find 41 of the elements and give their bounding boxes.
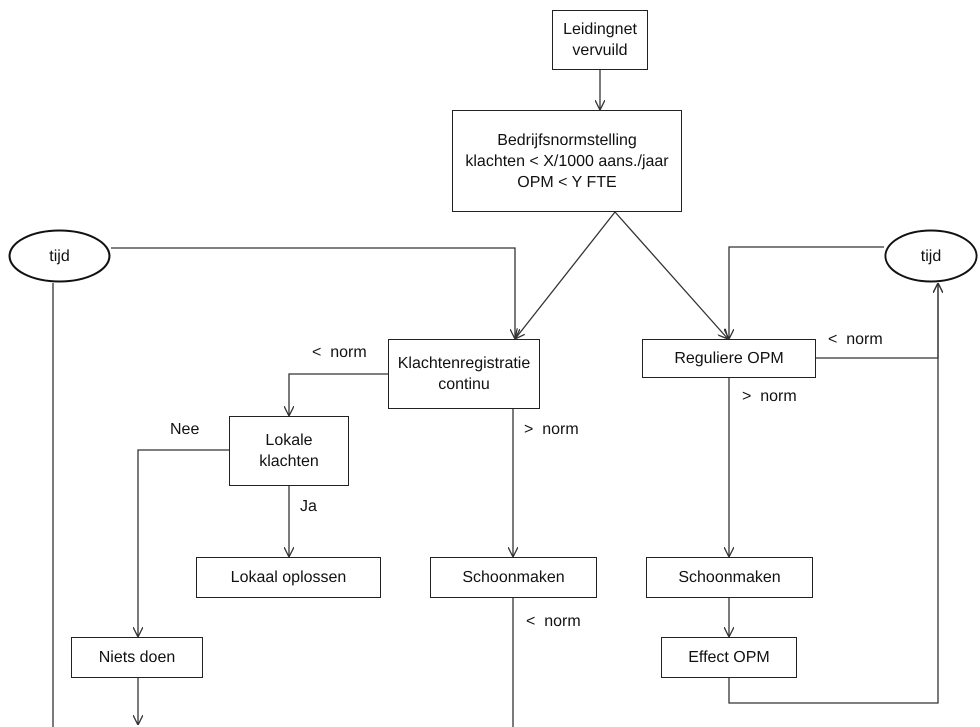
process-box: [661, 637, 797, 678]
node-text: tijd: [49, 246, 70, 266]
node-text: Bedrijfsnormstelling: [497, 130, 637, 150]
node-text: OPM < Y FTE: [517, 172, 617, 192]
arrow: [723, 378, 735, 558]
connector-line: [52, 283, 54, 727]
arrow: [283, 486, 295, 558]
process-box: [452, 110, 682, 212]
process-box: [196, 557, 381, 598]
arrow: [283, 373, 388, 417]
process-box: [71, 637, 203, 678]
process-box: [229, 416, 349, 486]
node-text: Lokaal oplossen: [230, 568, 346, 588]
arrow: [507, 409, 519, 558]
arrow: [728, 282, 944, 704]
node-text: Schoonmaken: [462, 568, 565, 588]
start-ellipse: [884, 229, 978, 283]
arrow: [132, 678, 144, 726]
connector-line: [512, 598, 514, 727]
node-text: Schoonmaken: [678, 568, 781, 588]
node-text: Klachtenregistratie continu: [396, 354, 532, 395]
arrow: [514, 212, 616, 340]
arrow: [614, 212, 729, 340]
node-text: Leidingnet vervuild: [562, 20, 638, 61]
start-ellipse: [8, 229, 111, 283]
arrow: [132, 449, 229, 638]
node-text: tijd: [920, 246, 942, 266]
node-text: Niets doen: [98, 648, 176, 668]
arrow: [723, 598, 735, 638]
process-box: [642, 339, 816, 378]
node-text: Reguliere OPM: [674, 349, 784, 369]
arrow: [723, 246, 884, 340]
arrow: [111, 247, 521, 340]
process-box: [646, 557, 813, 598]
node-text: Effect OPM: [688, 648, 770, 668]
process-box: [388, 339, 540, 409]
process-box: [430, 557, 597, 598]
node-text: klachten < X/1000 aans./jaar: [465, 152, 669, 172]
process-box: [552, 10, 648, 70]
node-text: Lokale klachten: [258, 431, 320, 472]
arrow: [594, 70, 606, 111]
